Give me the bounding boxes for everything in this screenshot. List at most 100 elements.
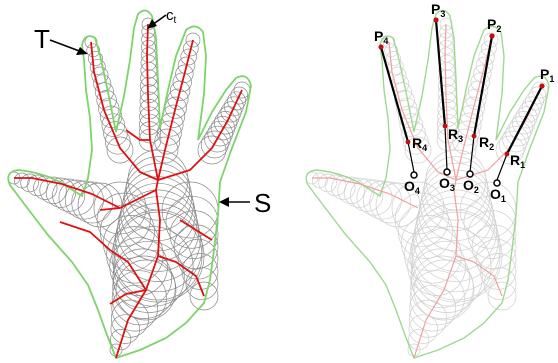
label-P3: P3 — [431, 1, 445, 19]
medial-circle — [106, 226, 164, 284]
medial-circle — [521, 96, 542, 117]
medial-circle — [399, 113, 424, 137]
medial-circle — [181, 253, 219, 290]
marker-R4 — [405, 139, 411, 145]
medial-circle — [197, 135, 227, 165]
segment-P1-R1 — [506, 85, 543, 155]
medial-circle — [89, 58, 106, 75]
medial-circle — [394, 90, 415, 111]
label-O1: O1 — [490, 186, 506, 204]
medial-circle — [505, 120, 531, 147]
marker-P1 — [539, 83, 545, 89]
medial-circle — [154, 128, 181, 155]
marker-P2 — [489, 33, 495, 39]
medial-circle — [88, 51, 103, 67]
medial-circle — [404, 226, 462, 284]
medial-circle — [115, 259, 177, 321]
medial-circle — [175, 64, 194, 83]
medial-circle — [141, 39, 156, 55]
medial-circle — [409, 284, 456, 332]
marker-O3 — [443, 168, 451, 176]
label-R2: R2 — [479, 134, 494, 152]
medial-circle — [423, 156, 489, 221]
medial-circle — [384, 43, 399, 58]
medial-circle — [438, 62, 456, 79]
segment-R3-O3 — [444, 125, 448, 171]
medial-circle — [487, 281, 517, 311]
medial-circle — [180, 48, 197, 66]
label-P4: P4 — [374, 28, 388, 46]
medial-circle — [439, 39, 454, 55]
medial-circle — [20, 173, 39, 193]
medial-circle — [113, 226, 194, 307]
medial-circle — [498, 130, 527, 159]
medial-circle — [439, 32, 454, 47]
medial-circle — [404, 136, 432, 164]
label-T: T — [34, 24, 88, 55]
segment-R1-O1 — [496, 153, 508, 181]
medial-circle — [495, 135, 525, 165]
medial-circle — [502, 125, 529, 153]
label-O4: O4 — [404, 178, 420, 196]
medial-circle — [475, 238, 517, 280]
label-R4: R4 — [412, 135, 427, 153]
medial-circle — [39, 176, 67, 204]
medial-circle — [230, 86, 249, 105]
marker-P3 — [433, 17, 439, 23]
medial-circle — [462, 96, 485, 119]
medial-circle — [518, 101, 540, 123]
medial-circle — [71, 181, 114, 224]
marker-R1 — [504, 151, 510, 157]
medial-circle — [207, 120, 233, 147]
medial-circle — [467, 80, 489, 101]
medial-circle — [113, 211, 203, 301]
medial-circle — [397, 203, 453, 259]
medial-circle — [110, 314, 141, 344]
medial-circle — [200, 130, 229, 159]
medial-circle — [394, 192, 449, 247]
medial-circle — [465, 88, 487, 110]
medial-circle — [407, 343, 421, 357]
svg-text:ct: ct — [166, 7, 177, 26]
label-P1: P1 — [540, 66, 554, 84]
segment-P2-R2 — [472, 35, 494, 137]
marker-P4 — [378, 44, 384, 50]
label-O3: O3 — [439, 175, 455, 193]
medial-circle — [410, 240, 483, 313]
finger-segments — [379, 19, 543, 181]
medial-circle — [454, 120, 480, 146]
segment-P3-R3 — [434, 19, 447, 127]
medial-circle — [387, 58, 404, 75]
marker-O2 — [466, 170, 474, 178]
medial-circle — [411, 226, 492, 307]
medial-circle — [411, 211, 501, 301]
label-S: S — [219, 188, 271, 218]
medial-circle — [96, 90, 117, 111]
label-c-t: ct — [147, 7, 177, 29]
medial-circle — [470, 72, 490, 92]
medial-circle — [311, 172, 328, 189]
marker-O1 — [493, 179, 501, 187]
medial-circle — [139, 84, 159, 103]
medial-circle — [167, 88, 189, 110]
medial-circle — [438, 69, 456, 87]
medial-circle — [124, 162, 192, 231]
label-R3: R3 — [448, 126, 463, 144]
medial-circle — [467, 210, 517, 259]
medial-circle — [409, 209, 503, 303]
medial-circle — [125, 156, 191, 221]
medial-circle — [452, 128, 479, 155]
medial-circle — [110, 329, 132, 351]
medial-circle — [185, 32, 201, 48]
right-panel — [305, 9, 550, 359]
medial-circle — [106, 136, 134, 164]
medial-circle — [120, 176, 196, 252]
svg-text:T: T — [34, 24, 50, 54]
medial-circle — [169, 210, 219, 259]
medial-circle — [101, 113, 126, 137]
medial-circle — [337, 176, 365, 204]
medial-circle — [156, 120, 182, 146]
marker-O4 — [410, 171, 418, 179]
medial-circle — [96, 192, 151, 247]
